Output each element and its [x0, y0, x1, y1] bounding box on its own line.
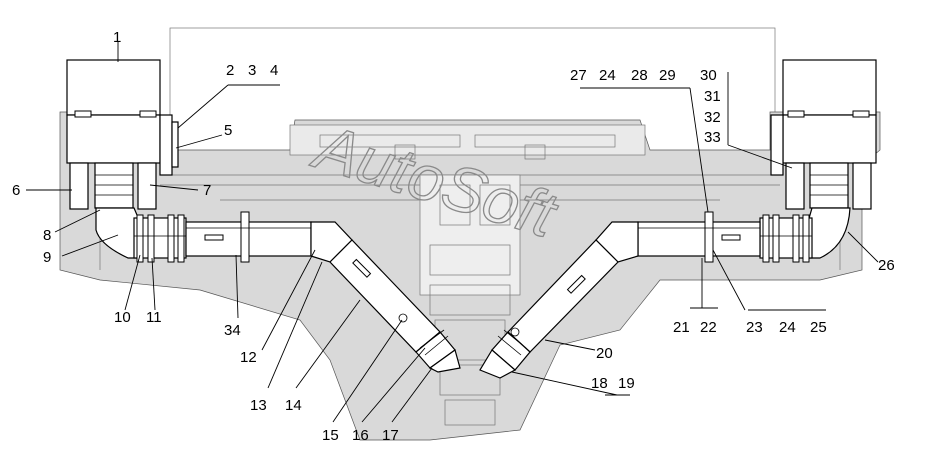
callout-3: 3: [248, 62, 256, 79]
callout-13: 13: [250, 397, 267, 414]
callout-22: 22: [700, 319, 717, 336]
callout-24a: 24: [599, 67, 616, 84]
callout-10: 10: [114, 309, 131, 326]
callout-19: 19: [618, 375, 635, 392]
callout-7: 7: [203, 182, 211, 199]
callout-9: 9: [43, 249, 51, 266]
callout-24b: 24: [779, 319, 796, 336]
callout-1: 1: [113, 29, 121, 46]
callout-34: 34: [224, 322, 241, 339]
callout-32: 32: [704, 109, 721, 126]
callout-31: 31: [704, 88, 721, 105]
callout-5: 5: [224, 122, 232, 139]
callout-29: 29: [659, 67, 676, 84]
callout-23: 23: [746, 319, 763, 336]
callout-12: 12: [240, 349, 257, 366]
callout-11: 11: [146, 309, 162, 326]
callout-30: 30: [700, 67, 717, 84]
callout-16: 16: [352, 427, 369, 444]
callout-20: 20: [596, 345, 613, 362]
right-descending-pipe-20: [479, 221, 639, 379]
callout-14: 14: [285, 397, 302, 414]
callout-6: 6: [12, 182, 20, 199]
callout-4: 4: [270, 62, 278, 79]
callout-18: 18: [591, 375, 608, 392]
left-air-cleaner: [66, 59, 161, 210]
leader-lines: [26, 42, 879, 423]
callout-15: 15: [322, 427, 339, 444]
right-bracket: [770, 114, 784, 176]
right-air-cleaner: [782, 59, 877, 210]
left-coupling-clamps: [133, 214, 187, 263]
callout-28: 28: [631, 67, 648, 84]
callout-21: 21: [673, 319, 690, 336]
callout-8: 8: [43, 227, 51, 244]
callouts: 1 2 3 4 5 6 7 8 9 10 11 12 13 14 15 16 1…: [12, 29, 895, 444]
callout-27: 27: [570, 67, 587, 84]
left-descending-pipe-14: [310, 221, 461, 373]
right-coupling-clamps: [759, 214, 813, 263]
callout-17: 17: [382, 427, 399, 444]
left-bracket: [159, 114, 179, 176]
callout-33: 33: [704, 129, 721, 146]
callout-25: 25: [810, 319, 827, 336]
callout-2: 2: [226, 62, 234, 79]
engine-frame-background: [59, 27, 881, 441]
callout-26: 26: [878, 257, 895, 274]
left-pipe-34: [185, 211, 312, 263]
right-elbow-26: [807, 207, 851, 259]
